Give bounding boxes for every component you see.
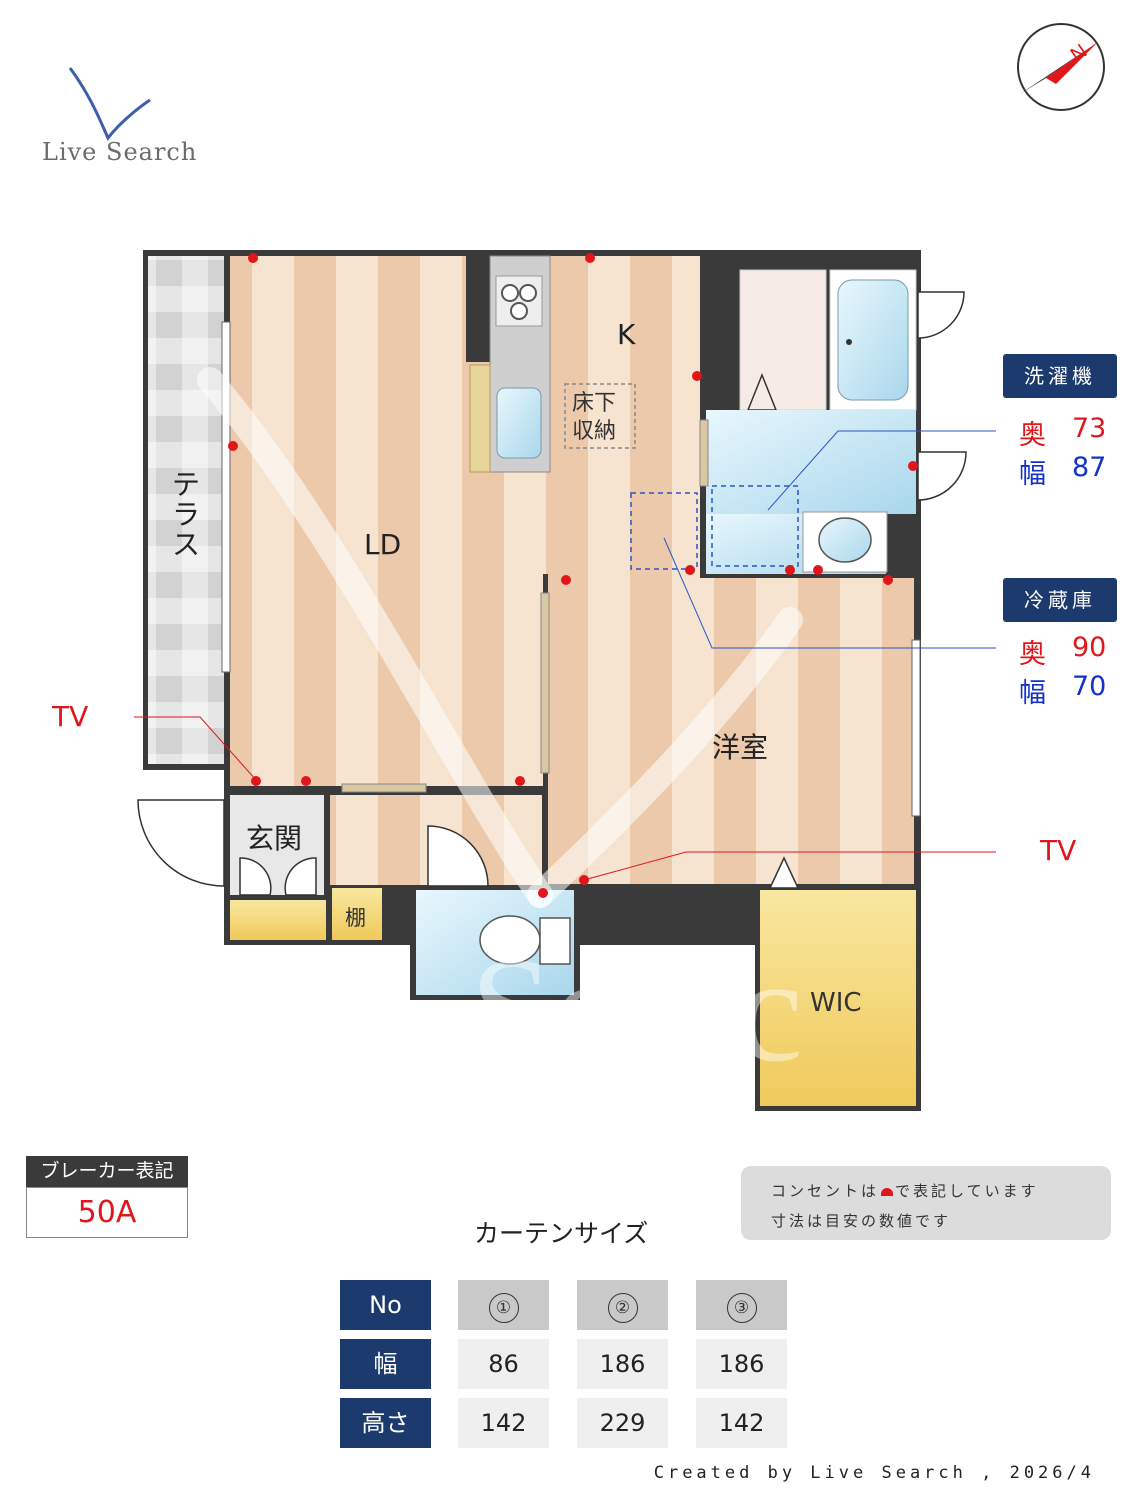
curtain-height-3: 142 [696,1398,787,1448]
shelf [230,900,326,940]
curtain-height-1: 142 [458,1398,549,1448]
underfloor-storage-label: 床下 収納 [572,391,617,444]
washer-title: 洗濯機 [1003,354,1117,398]
terrace-label: テラス [172,468,201,561]
entrance-label: 玄関 [246,822,303,855]
svg-text:Searc: Searc [470,927,803,1093]
curtain-width-3: 186 [696,1339,787,1389]
compass-icon: N [1017,23,1105,111]
ld-label: LD [364,528,402,561]
western-room-label: 洋室 [712,731,769,764]
fridge-title: 冷蔵庫 [1003,578,1117,622]
wic-label: WIC [810,988,862,1018]
wic-floor [760,890,916,1106]
curtain-height-2: 229 [577,1398,668,1448]
curtain-title: カーテンサイズ [474,1219,649,1248]
curtain-row-height-label: 高さ [340,1398,431,1448]
notes-box: コンセントはで表記しています 寸法は目安の数値です [741,1166,1111,1240]
washroom-floor [739,269,827,411]
curtain-width-2: 186 [577,1339,668,1389]
outlet-markers [228,253,918,898]
notes-line2: 寸法は目安の数値です [771,1212,952,1230]
shelf-label: 棚 [345,906,366,930]
tv-label-left: TV [52,700,89,733]
fridge-depth-label: 奥 [1019,639,1046,670]
fridge-width-value: 70 [1072,671,1107,702]
logo-mark-icon [68,67,151,141]
washer-depth-value: 73 [1072,413,1107,444]
fridge-depth-value: 90 [1072,632,1107,663]
notes-line1: コンセントはで表記しています [771,1182,1039,1200]
fridge-width-label: 幅 [1019,678,1046,709]
curtain-header-3: ③ [696,1280,787,1330]
terrace-floor [148,256,224,764]
curtain-header-1: ① [458,1280,549,1330]
curtain-header-2: ② [577,1280,668,1330]
outlet-icon [881,1188,894,1196]
curtain-row-width-label: 幅 [340,1339,431,1389]
curtain-header-no: No [340,1280,431,1330]
washer-depth-label: 奥 [1019,420,1046,451]
curtain-width-1: 86 [458,1339,549,1389]
footer-credit: Created by Live Search , 2026/4 [653,1463,1095,1483]
kitchen-label: K [617,318,636,351]
tv-label-right: TV [1040,834,1077,867]
washer-width-label: 幅 [1019,459,1046,490]
breaker-value: 50A [26,1187,188,1238]
logo-text: Live Search [42,138,198,166]
breaker-label: ブレーカー表記 [26,1156,188,1187]
washer-width-value: 87 [1072,452,1107,483]
